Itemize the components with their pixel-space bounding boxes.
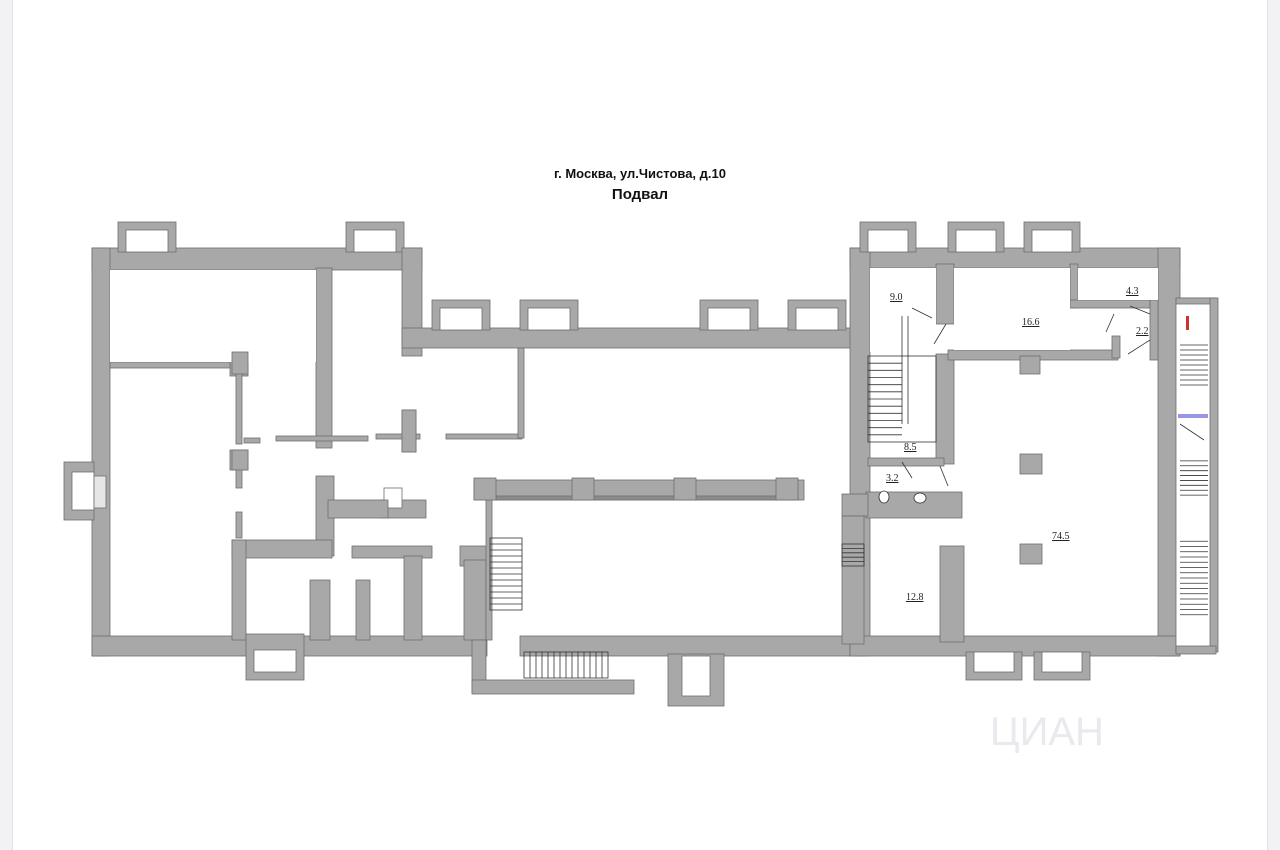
walls (63, 221, 1219, 707)
column-5 (571, 477, 595, 501)
watermark-logo: ЦИАН (990, 710, 1104, 754)
interiors (110, 268, 1158, 362)
wall-right-stair (1175, 297, 1217, 653)
column-1 (401, 409, 417, 453)
plan-address: г. Москва, ул.Чистова, д.10 (554, 166, 726, 181)
fixtures (231, 316, 1208, 504)
door-swings (901, 305, 1205, 487)
column-7 (775, 477, 799, 501)
plan-floor-title: Подвал (611, 186, 669, 203)
room-label-8-5: 8.5 (904, 442, 917, 453)
toilet-icon (878, 490, 890, 504)
utility-marker (1186, 316, 1189, 330)
room-label-16-6: 16.6 (1022, 317, 1040, 328)
sink-icon (913, 492, 927, 504)
column-4 (473, 477, 497, 501)
column-6 (673, 477, 697, 501)
wall-inner-v1 (315, 267, 333, 449)
room-label-12-8: 12.8 (906, 592, 924, 603)
window-glass (1178, 414, 1208, 418)
column-3 (231, 449, 249, 471)
room-label-4-3: 4.3 (1126, 286, 1139, 297)
room-label-74-5: 74.5 (1052, 531, 1070, 542)
page-edge-left (0, 0, 13, 850)
room-label-2-2: 2.2 (1136, 326, 1149, 337)
column-2 (231, 351, 249, 375)
wall-mid-top (401, 327, 869, 349)
page-edge-right (1267, 0, 1280, 850)
stair-small (841, 543, 865, 567)
wall-left-side (91, 247, 111, 657)
room-label-9-0: 9.0 (890, 292, 903, 303)
stairs (489, 316, 1208, 679)
room-label-3-2: 3.2 (886, 473, 899, 484)
room-labels: 9.0 16.6 4.3 2.2 8.5 3.2 74.5 12.8 (886, 286, 1149, 603)
